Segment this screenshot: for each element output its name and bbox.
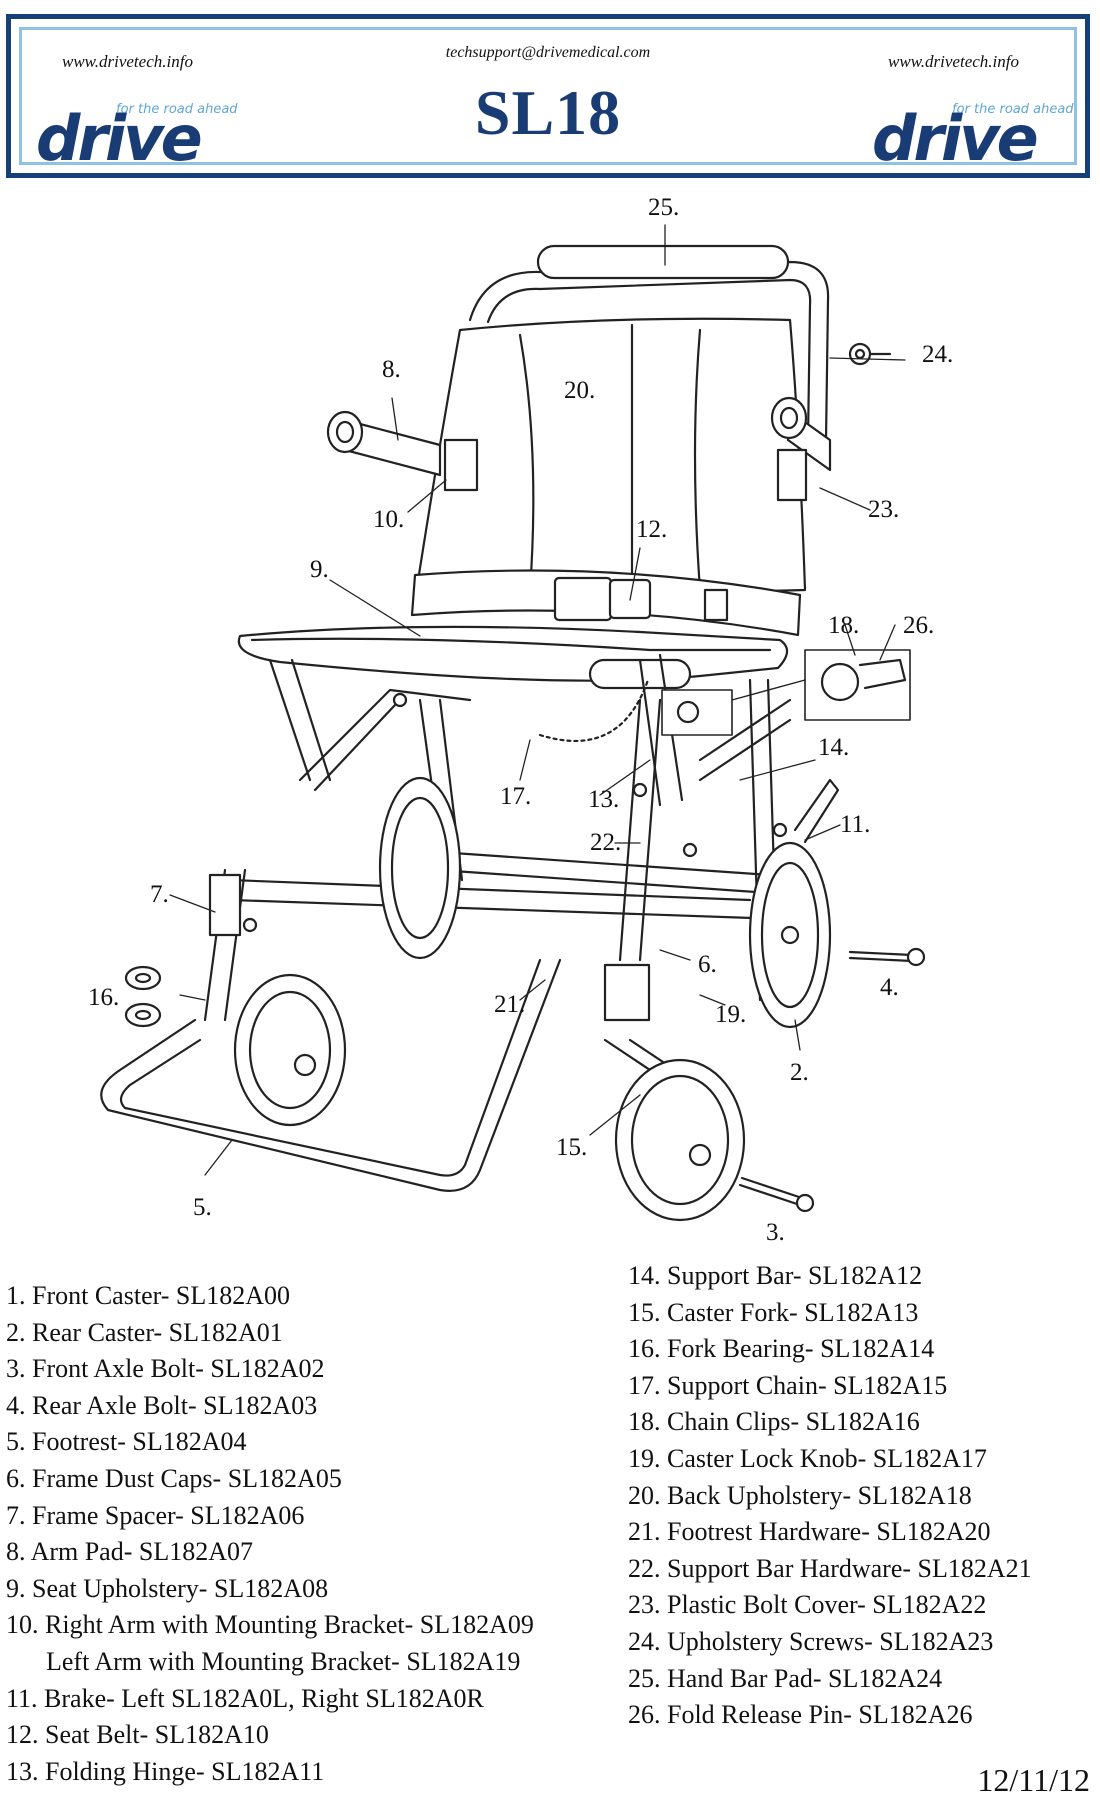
part-item: 20. Back Upholstery- SL182A18 <box>628 1480 972 1510</box>
callout-12: 12. <box>636 516 668 543</box>
callout-14: 14. <box>818 734 850 761</box>
callout-6: 6. <box>698 951 717 978</box>
leader-lines <box>169 224 906 1176</box>
header-inner-border: www.drivetech.info www.drivetech.info te… <box>19 27 1077 170</box>
part-item: 9. Seat Upholstery- SL182A08 <box>6 1573 329 1603</box>
drive-logo-left: drive for the road ahead <box>36 102 238 175</box>
seat-upholstery <box>237 625 789 690</box>
callout-17: 17. <box>500 783 532 810</box>
callout-3: 3. <box>766 1219 785 1246</box>
part-item: 21. Footrest Hardware- SL182A20 <box>628 1517 991 1547</box>
callout-4: 4. <box>880 974 899 1001</box>
callout-13: 13. <box>588 786 620 813</box>
part-item: 5. Footrest- SL182A04 <box>6 1427 247 1457</box>
callout-15: 15. <box>556 1134 588 1161</box>
part-item: 6. Frame Dust Caps- SL182A05 <box>6 1463 342 1493</box>
support-email: techsupport@drivemedical.com <box>445 44 651 61</box>
part-item: 24. Upholstery Screws- SL182A23 <box>628 1626 994 1656</box>
callout-2: 2. <box>790 1059 809 1086</box>
parts-list-left: 1. Front Caster- SL182A00 2. Rear Caster… <box>6 1278 534 1790</box>
callout-22: 22. <box>590 829 622 856</box>
callout-21: 21. <box>494 991 526 1018</box>
part-item: 1. Front Caster- SL182A00 <box>6 1281 291 1310</box>
callout-11: 11. <box>840 811 871 838</box>
drive-logo-right: drive for the road ahead <box>872 102 1074 175</box>
part-item: 11. Brake- Left SL182A0L, Right SL182A0R <box>6 1683 484 1713</box>
callout-10: 10. <box>373 506 405 533</box>
part-item: 13. Folding Hinge- SL182A11 <box>6 1756 325 1786</box>
callout-9: 9. <box>310 556 329 583</box>
part-item: 10. Right Arm with Mounting Bracket- SL1… <box>6 1610 534 1640</box>
part-item: 16. Fork Bearing- SL182A14 <box>628 1334 935 1364</box>
frame <box>203 653 792 1022</box>
part-item: 17. Support Chain- SL182A15 <box>628 1370 948 1400</box>
part-item: 14. Support Bar- SL182A12 <box>628 1261 923 1290</box>
callout-26: 26. <box>903 612 935 639</box>
part-item: 15. Caster Fork- SL182A13 <box>628 1297 919 1327</box>
part-item: 4. Rear Axle Bolt- SL182A03 <box>6 1390 318 1420</box>
part-item: 8. Arm Pad- SL182A07 <box>6 1537 253 1567</box>
website-url-left: www.drivetech.info <box>62 52 193 71</box>
part-item: 12. Seat Belt- SL182A10 <box>6 1720 269 1750</box>
callout-25: 25. <box>648 194 680 221</box>
model-title: SL18 <box>474 77 622 148</box>
wheelchair-exploded-diagram <box>100 224 926 1222</box>
part-item: 18. Chain Clips- SL182A16 <box>628 1407 920 1437</box>
part-item: 25. Hand Bar Pad- SL182A24 <box>628 1663 943 1693</box>
callout-8: 8. <box>382 356 401 383</box>
revision-date: 12/11/12 <box>977 1762 1090 1798</box>
part-item: 7. Frame Spacer- SL182A06 <box>6 1500 305 1530</box>
parts-list-right: 14. Support Bar- SL182A12 15. Caster For… <box>628 1258 1032 1734</box>
part-item: 3. Front Axle Bolt- SL182A02 <box>6 1354 325 1384</box>
arm-pads <box>326 396 832 502</box>
rear-wheels <box>378 776 840 1029</box>
hand-bar <box>468 244 830 442</box>
seat-belt <box>410 569 802 637</box>
part-item: Left Arm with Mounting Bracket- SL182A19 <box>46 1646 521 1676</box>
callout-24: 24. <box>922 341 954 368</box>
part-item: 23. Plastic Bolt Cover- SL182A22 <box>628 1590 987 1620</box>
callout-19: 19. <box>715 1001 747 1028</box>
callout-23: 23. <box>868 496 900 523</box>
header-banner: www.drivetech.info www.drivetech.info te… <box>6 14 1090 178</box>
callout-7: 7. <box>150 881 169 908</box>
part-item: 2. Rear Caster- SL182A01 <box>6 1317 283 1347</box>
callout-20: 20. <box>564 377 596 404</box>
footrest <box>100 958 562 1192</box>
part-item: 26. Fold Release Pin- SL182A26 <box>628 1700 973 1730</box>
callout-18: 18. <box>828 612 860 639</box>
part-item: 22. Support Bar Hardware- SL182A21 <box>628 1553 1032 1583</box>
part-item: 19. Caster Lock Knob- SL182A17 <box>628 1443 987 1473</box>
callout-16: 16. <box>88 984 120 1011</box>
detail-inset <box>661 649 911 736</box>
front-casters <box>208 873 746 1222</box>
callout-5: 5. <box>193 1194 212 1221</box>
website-url-right: www.drivetech.info <box>888 52 1019 71</box>
